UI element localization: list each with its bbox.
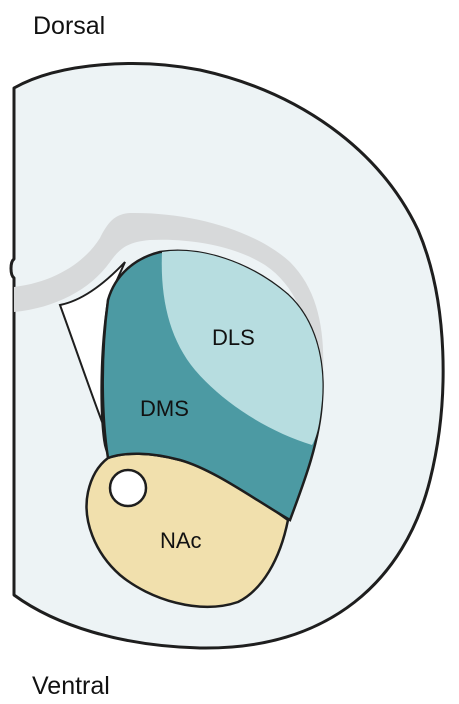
nac-label: NAc: [160, 528, 202, 553]
dms-label: DMS: [140, 396, 189, 421]
anterior-commissure: [110, 470, 146, 506]
dls-label: DLS: [212, 325, 255, 350]
